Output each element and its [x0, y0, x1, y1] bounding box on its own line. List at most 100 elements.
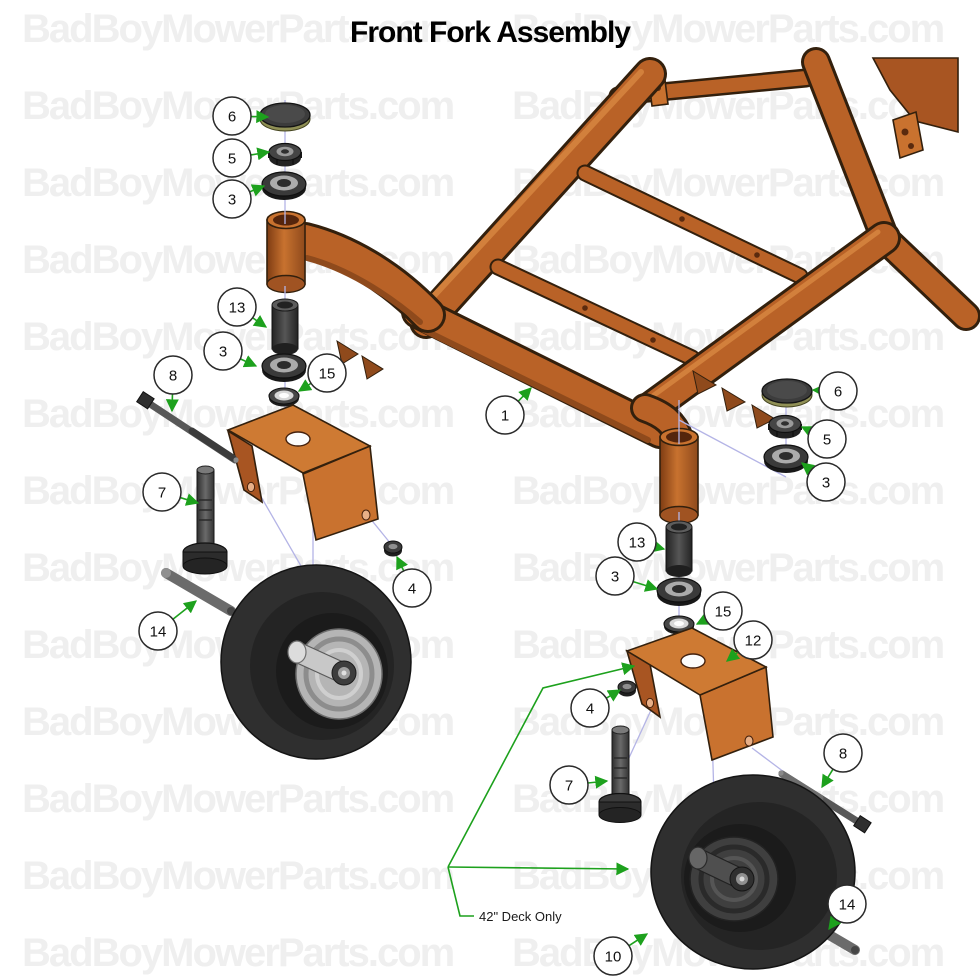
callout-3: 3	[800, 462, 846, 502]
callout-balloon	[138, 611, 178, 651]
callout-number: 13	[629, 535, 646, 552]
callout-leader-line	[628, 933, 649, 947]
callout-5: 5	[800, 419, 847, 459]
bearing	[261, 353, 307, 383]
callout-8: 8	[821, 733, 863, 789]
callout-leader-line	[172, 600, 198, 620]
callout-balloon	[142, 472, 182, 512]
dust-cap	[761, 378, 813, 408]
callout-number: 14	[150, 624, 167, 641]
bearing	[261, 171, 307, 201]
callout-leader-line	[587, 775, 609, 789]
callout-balloon	[212, 96, 252, 136]
callout-number: 3	[219, 344, 227, 361]
callout-6: 6	[212, 96, 270, 136]
deck-note-lines	[447, 662, 636, 917]
callout-balloon	[806, 462, 846, 502]
callout-leader-line	[695, 612, 711, 625]
callout-5: 5	[212, 138, 271, 178]
callout-number: 10	[605, 949, 622, 966]
callout-balloon	[203, 331, 243, 371]
callout-leader-line	[396, 555, 408, 572]
lock-nut	[768, 414, 802, 440]
callout-leader-line	[297, 379, 313, 392]
callout-leader-line	[252, 315, 268, 328]
axle-pin	[161, 568, 236, 616]
callout-number: 6	[834, 384, 842, 401]
callout-3: 3	[203, 331, 258, 371]
callout-number: 4	[408, 581, 416, 598]
callout-balloon	[595, 556, 635, 596]
callout-leader-line	[800, 426, 816, 438]
frame-rear-bracket	[871, 57, 959, 134]
watermark-text: BadBoyMowerParts.com	[22, 469, 454, 513]
callout-balloon	[485, 395, 525, 435]
callout-number: 3	[822, 475, 830, 492]
right-wheel	[650, 774, 856, 970]
callout-number: 7	[565, 778, 573, 795]
bushing-spacer	[665, 520, 693, 578]
callout-leader-line	[249, 184, 266, 197]
callout-15: 15	[297, 353, 347, 393]
watermark-text: BadBoyMowerParts.com	[512, 546, 944, 590]
bearing	[656, 577, 702, 607]
callout-leader-line	[605, 689, 622, 702]
callout-balloon	[818, 371, 858, 411]
callout-3: 3	[595, 556, 659, 596]
frame-weldment	[266, 47, 980, 525]
callout-balloon	[212, 179, 252, 219]
callout-number: 3	[611, 569, 619, 586]
callout-balloon	[617, 522, 657, 562]
frame-cross-strap	[489, 258, 701, 367]
left-caster-tube	[266, 210, 306, 294]
callout-14: 14	[827, 884, 867, 931]
watermark-text: BadBoyMowerParts.com	[22, 7, 454, 51]
callout-number: 5	[228, 151, 236, 168]
watermark-text: BadBoyMowerParts.com	[22, 931, 454, 975]
left-wheel	[220, 564, 412, 760]
callout-8: 8	[153, 355, 193, 413]
callout-number: 4	[586, 701, 594, 718]
callout-number: 8	[169, 368, 177, 385]
callout-7: 7	[142, 472, 200, 512]
callout-6: 6	[811, 371, 858, 411]
callout-number: 7	[158, 485, 166, 502]
watermark-text: BadBoyMowerParts.com	[512, 7, 944, 51]
deck-note-text: 42" Deck Only	[479, 909, 562, 924]
callout-number: 8	[839, 746, 847, 763]
seal-washer	[268, 387, 300, 408]
callout-balloon	[733, 620, 773, 660]
callout-leader-line	[250, 147, 271, 161]
page-title: Front Fork Assembly	[350, 16, 631, 49]
callout-balloon	[807, 419, 847, 459]
callout-number: 3	[228, 192, 236, 209]
watermark-text: BadBoyMowerParts.com	[22, 546, 454, 590]
watermark-text: BadBoyMowerParts.com	[512, 469, 944, 513]
mount-bolt	[598, 725, 642, 823]
callout-balloon	[549, 765, 589, 805]
callout-leader-line	[632, 579, 659, 592]
callout-4: 4	[570, 688, 622, 728]
callout-balloon	[570, 688, 610, 728]
callout-13: 13	[617, 522, 666, 562]
right-fork-weldment	[625, 627, 774, 762]
callout-leader-line	[239, 355, 258, 368]
lock-nut-small	[383, 540, 403, 557]
callout-13: 13	[217, 287, 268, 328]
watermark-text: BadBoyMowerParts.com	[22, 777, 454, 821]
callout-number: 6	[228, 109, 236, 126]
callout-number: 15	[319, 366, 336, 383]
bushing-spacer	[271, 298, 299, 356]
callout-balloon	[153, 355, 193, 395]
left-fork-weldment	[226, 404, 379, 542]
callout-leader-line	[821, 768, 834, 789]
callout-7: 7	[549, 765, 609, 805]
callout-number: 15	[715, 604, 732, 621]
callout-balloon	[823, 733, 863, 773]
callout-balloon	[307, 353, 347, 393]
watermark-text: BadBoyMowerParts.com	[22, 854, 454, 898]
frame-cross-strap	[576, 164, 809, 285]
